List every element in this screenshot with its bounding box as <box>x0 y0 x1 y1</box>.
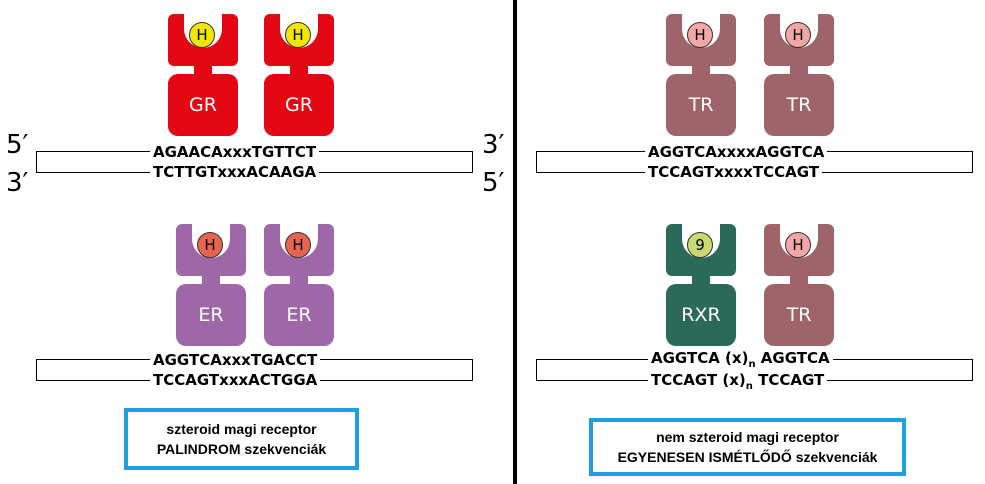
rxr-receptor: 9 RXR <box>666 222 736 346</box>
caption-line-2: PALINDROM szekvenciák <box>156 441 327 457</box>
caption-line-2: EGYENESEN ISMÉTLŐDŐ szekvenciák <box>617 449 878 465</box>
five-prime-end-bottom-right: 5′ <box>482 168 505 198</box>
steroid-receptor-caption: szteroid magi receptor PALINDROM szekven… <box>124 408 359 470</box>
ligand-h: H <box>785 22 811 48</box>
repeat-count-subscript: n <box>748 359 756 370</box>
ligand-h: H <box>197 232 223 258</box>
tr-receptor-right: H TR <box>764 12 834 136</box>
gr-receptor-right: H GR <box>264 12 334 136</box>
non-steroid-receptor-caption: nem szteroid magi receptor EGYENESEN ISM… <box>589 418 906 476</box>
gr-label: GR <box>264 74 334 136</box>
ligand-h: H <box>285 232 311 258</box>
er-label: ER <box>264 284 334 346</box>
rxr-tr-response-element-bottom-strand: TCCAGT (x)n TCCAGT <box>648 372 828 395</box>
three-prime-end-bottom-left: 3′ <box>6 168 29 198</box>
tr-response-element-bottom-strand: TCCAGTxxxxTCCAGT <box>645 164 822 180</box>
gr-response-element-bottom-strand: TCTTGTxxxACAAGA <box>150 164 320 180</box>
ligand-h: H <box>285 22 311 48</box>
caption-line-1: szteroid magi receptor <box>166 421 317 437</box>
repeat-count-subscript: n <box>745 381 753 392</box>
er-receptor-left: H ER <box>176 222 246 346</box>
gr-receptor-left: H GR <box>168 12 238 136</box>
gr-label: GR <box>168 74 238 136</box>
tr-receptor-heterodimer: H TR <box>764 222 834 346</box>
five-prime-end-top-left: 5′ <box>6 130 29 160</box>
rxr-tr-response-element-top-strand: AGGTCA (x)n AGGTCA <box>648 350 833 373</box>
tr-label: TR <box>764 284 834 346</box>
three-prime-end-top-right: 3′ <box>482 130 505 160</box>
panel-divider <box>513 0 517 484</box>
ligand-h: H <box>785 232 811 258</box>
er-response-element-top-strand: AGGTCAxxxTGACCT <box>150 352 321 368</box>
er-receptor-right: H ER <box>264 222 334 346</box>
rxr-label: RXR <box>666 284 736 346</box>
tr-response-element-top-strand: AGGTCAxxxxAGGTCA <box>645 144 828 160</box>
er-label: ER <box>176 284 246 346</box>
ligand-h: H <box>687 22 713 48</box>
caption-line-1: nem szteroid magi receptor <box>656 429 839 445</box>
ligand-h: H <box>189 22 215 48</box>
gr-response-element-top-strand: AGAACAxxxTGTTCT <box>150 144 320 160</box>
tr-label: TR <box>666 74 736 136</box>
tr-label: TR <box>764 74 834 136</box>
ligand-9: 9 <box>687 232 713 258</box>
er-response-element-bottom-strand: TCCAGTxxxACTGGA <box>150 372 321 388</box>
tr-receptor-left: H TR <box>666 12 736 136</box>
